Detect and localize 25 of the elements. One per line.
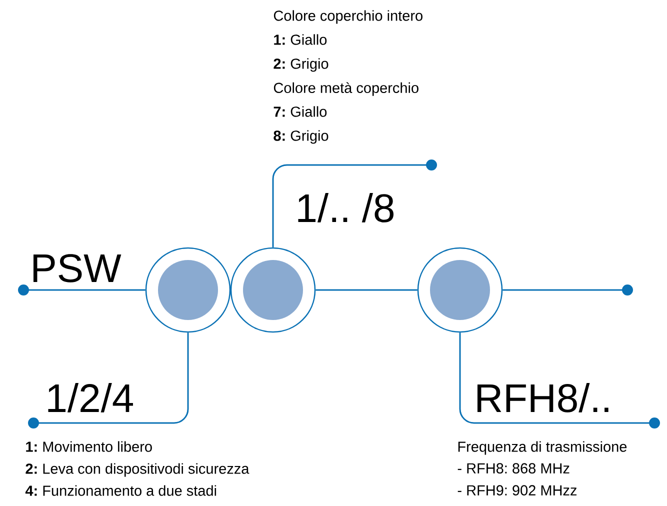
description-line: - RFH8: 868 MHz: [458, 463, 570, 474]
description-line: 4: Funzionamento a due stadi: [25, 485, 216, 496]
description-line: Frequenza di trasmissione: [458, 441, 627, 455]
code-label: 1/.. /8: [298, 193, 394, 222]
option-circle: [417, 247, 503, 333]
connector-line: [28, 332, 189, 428]
description-line: 2: Leva con dispositivodi sicurezza: [26, 463, 250, 477]
description-line: Colore metà coperchio: [274, 82, 418, 96]
connector-line: [502, 284, 633, 296]
description-line: 7: Giallo: [274, 106, 327, 117]
description-line: Colore coperchio intero: [274, 10, 422, 24]
option-circle: [230, 247, 316, 333]
connector-line: [459, 332, 660, 428]
code-label: PSW: [33, 254, 122, 282]
connector-line: [18, 284, 146, 296]
description-line: 2: Grigio: [274, 58, 328, 72]
description-line: 1: Movimento libero: [26, 441, 152, 452]
code-label: RFH8/..: [477, 383, 608, 412]
code-label: 1/2/4: [48, 383, 133, 412]
option-circle: [145, 247, 231, 333]
description-line: 8: Grigio: [274, 130, 328, 144]
description-line: - RFH9: 902 MHzz: [458, 485, 576, 496]
connector-line: [316, 289, 418, 291]
description-line: 1: Giallo: [274, 34, 327, 45]
connector-line: [272, 160, 437, 248]
